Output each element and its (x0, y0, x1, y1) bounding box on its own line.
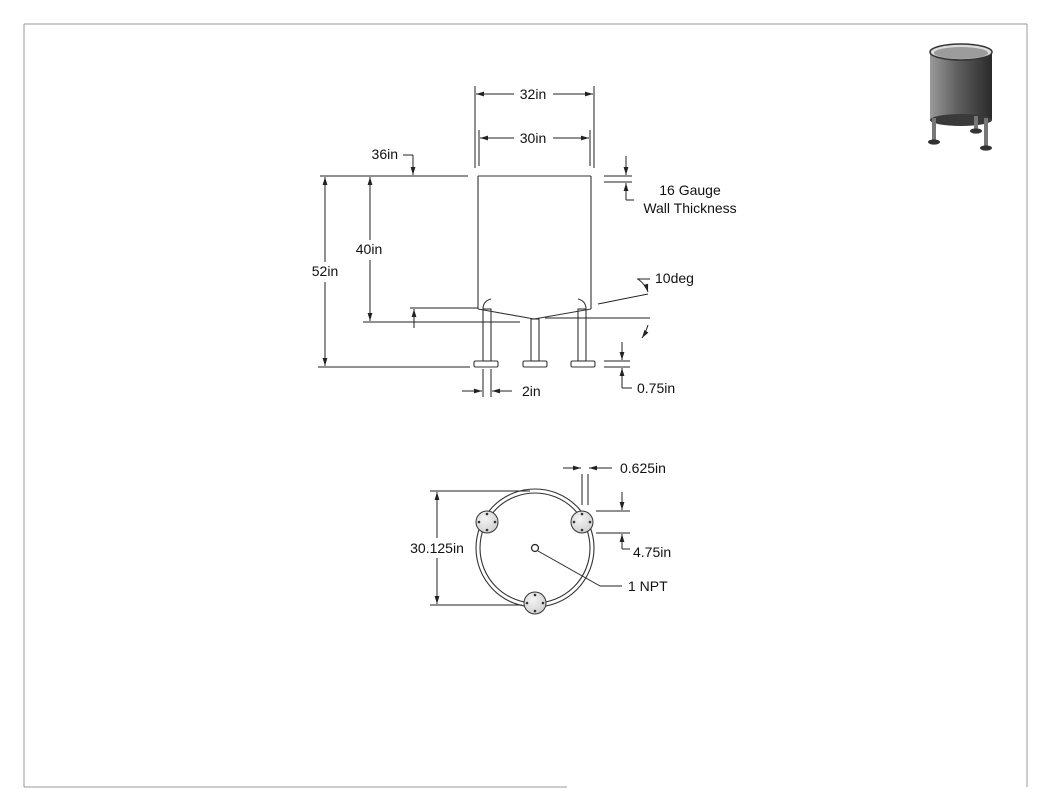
dim-body-height: 40in (356, 177, 520, 328)
label-cone-angle: 10deg (655, 270, 694, 286)
tank-legs (473, 308, 596, 368)
dim-foot-thickness: 0.75in (604, 342, 675, 396)
foot-pad-right (570, 510, 594, 534)
dim-outer-diameter: 32in (474, 86, 595, 168)
label-foot-thickness: 0.75in (637, 380, 675, 396)
sheet-border (23, 23, 1028, 788)
dim-foot-width: 2in (462, 369, 541, 399)
bottom-view: 1 NPT 30.125in 0.625in 4.75in (410, 460, 671, 615)
dim-wall-thickness: 16 Gauge Wall Thickness (604, 156, 737, 216)
dim-bottom-diameter: 30.125in (410, 490, 530, 606)
tank-body (477, 175, 592, 320)
label-bottom-diameter: 30.125in (410, 540, 464, 556)
front-view: 32in 30in 36in 40in (312, 86, 737, 399)
label-drain: 1 NPT (628, 578, 668, 594)
label-tank-height: 36in (372, 146, 398, 162)
label-bolt-offset: 0.625in (620, 460, 666, 476)
drain-fitting: 1 NPT (530, 543, 668, 594)
dim-inner-diameter: 30in (478, 130, 591, 166)
foot-pad-bottom (523, 591, 547, 615)
dim-cone-angle: 10deg (545, 270, 694, 339)
label-gauge-line1: 16 Gauge (659, 182, 721, 198)
cylindrical-tank-3d-icon (928, 43, 993, 151)
dim-pad-diameter: 4.75in (596, 492, 671, 560)
label-gauge-line2: Wall Thickness (643, 200, 736, 216)
label-overall-height: 52in (312, 263, 338, 279)
dim-overall-height: 52in (312, 177, 470, 368)
dim-bolt-offset: 0.625in (563, 460, 666, 505)
label-outer-diameter: 32in (520, 86, 546, 102)
label-inner-diameter: 30in (520, 130, 546, 146)
label-body-height: 40in (356, 241, 382, 257)
label-foot-width: 2in (522, 383, 541, 399)
dim-tank-height: 36in (320, 146, 468, 177)
foot-pad-left (475, 510, 499, 534)
label-pad-diameter: 4.75in (633, 544, 671, 560)
